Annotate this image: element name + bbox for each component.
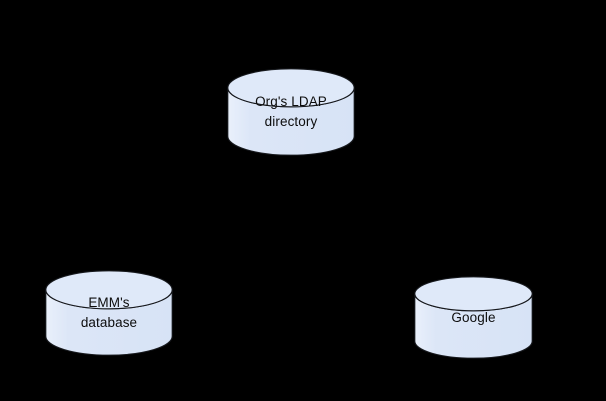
cylinder-top-ellipse-ldap: [227, 68, 355, 108]
cylinder-top-ellipse-google: [414, 276, 533, 312]
node-ldap-directory[interactable]: Org's LDAP directory: [227, 68, 355, 156]
cylinder-shape-emm: [45, 270, 173, 356]
cylinder-top-ellipse-emm: [45, 270, 173, 310]
cylinder-shape-ldap: [227, 68, 355, 156]
node-google[interactable]: Google: [414, 276, 533, 359]
node-emm-database[interactable]: EMM's database: [45, 270, 173, 356]
cylinder-shape-google: [414, 276, 533, 359]
